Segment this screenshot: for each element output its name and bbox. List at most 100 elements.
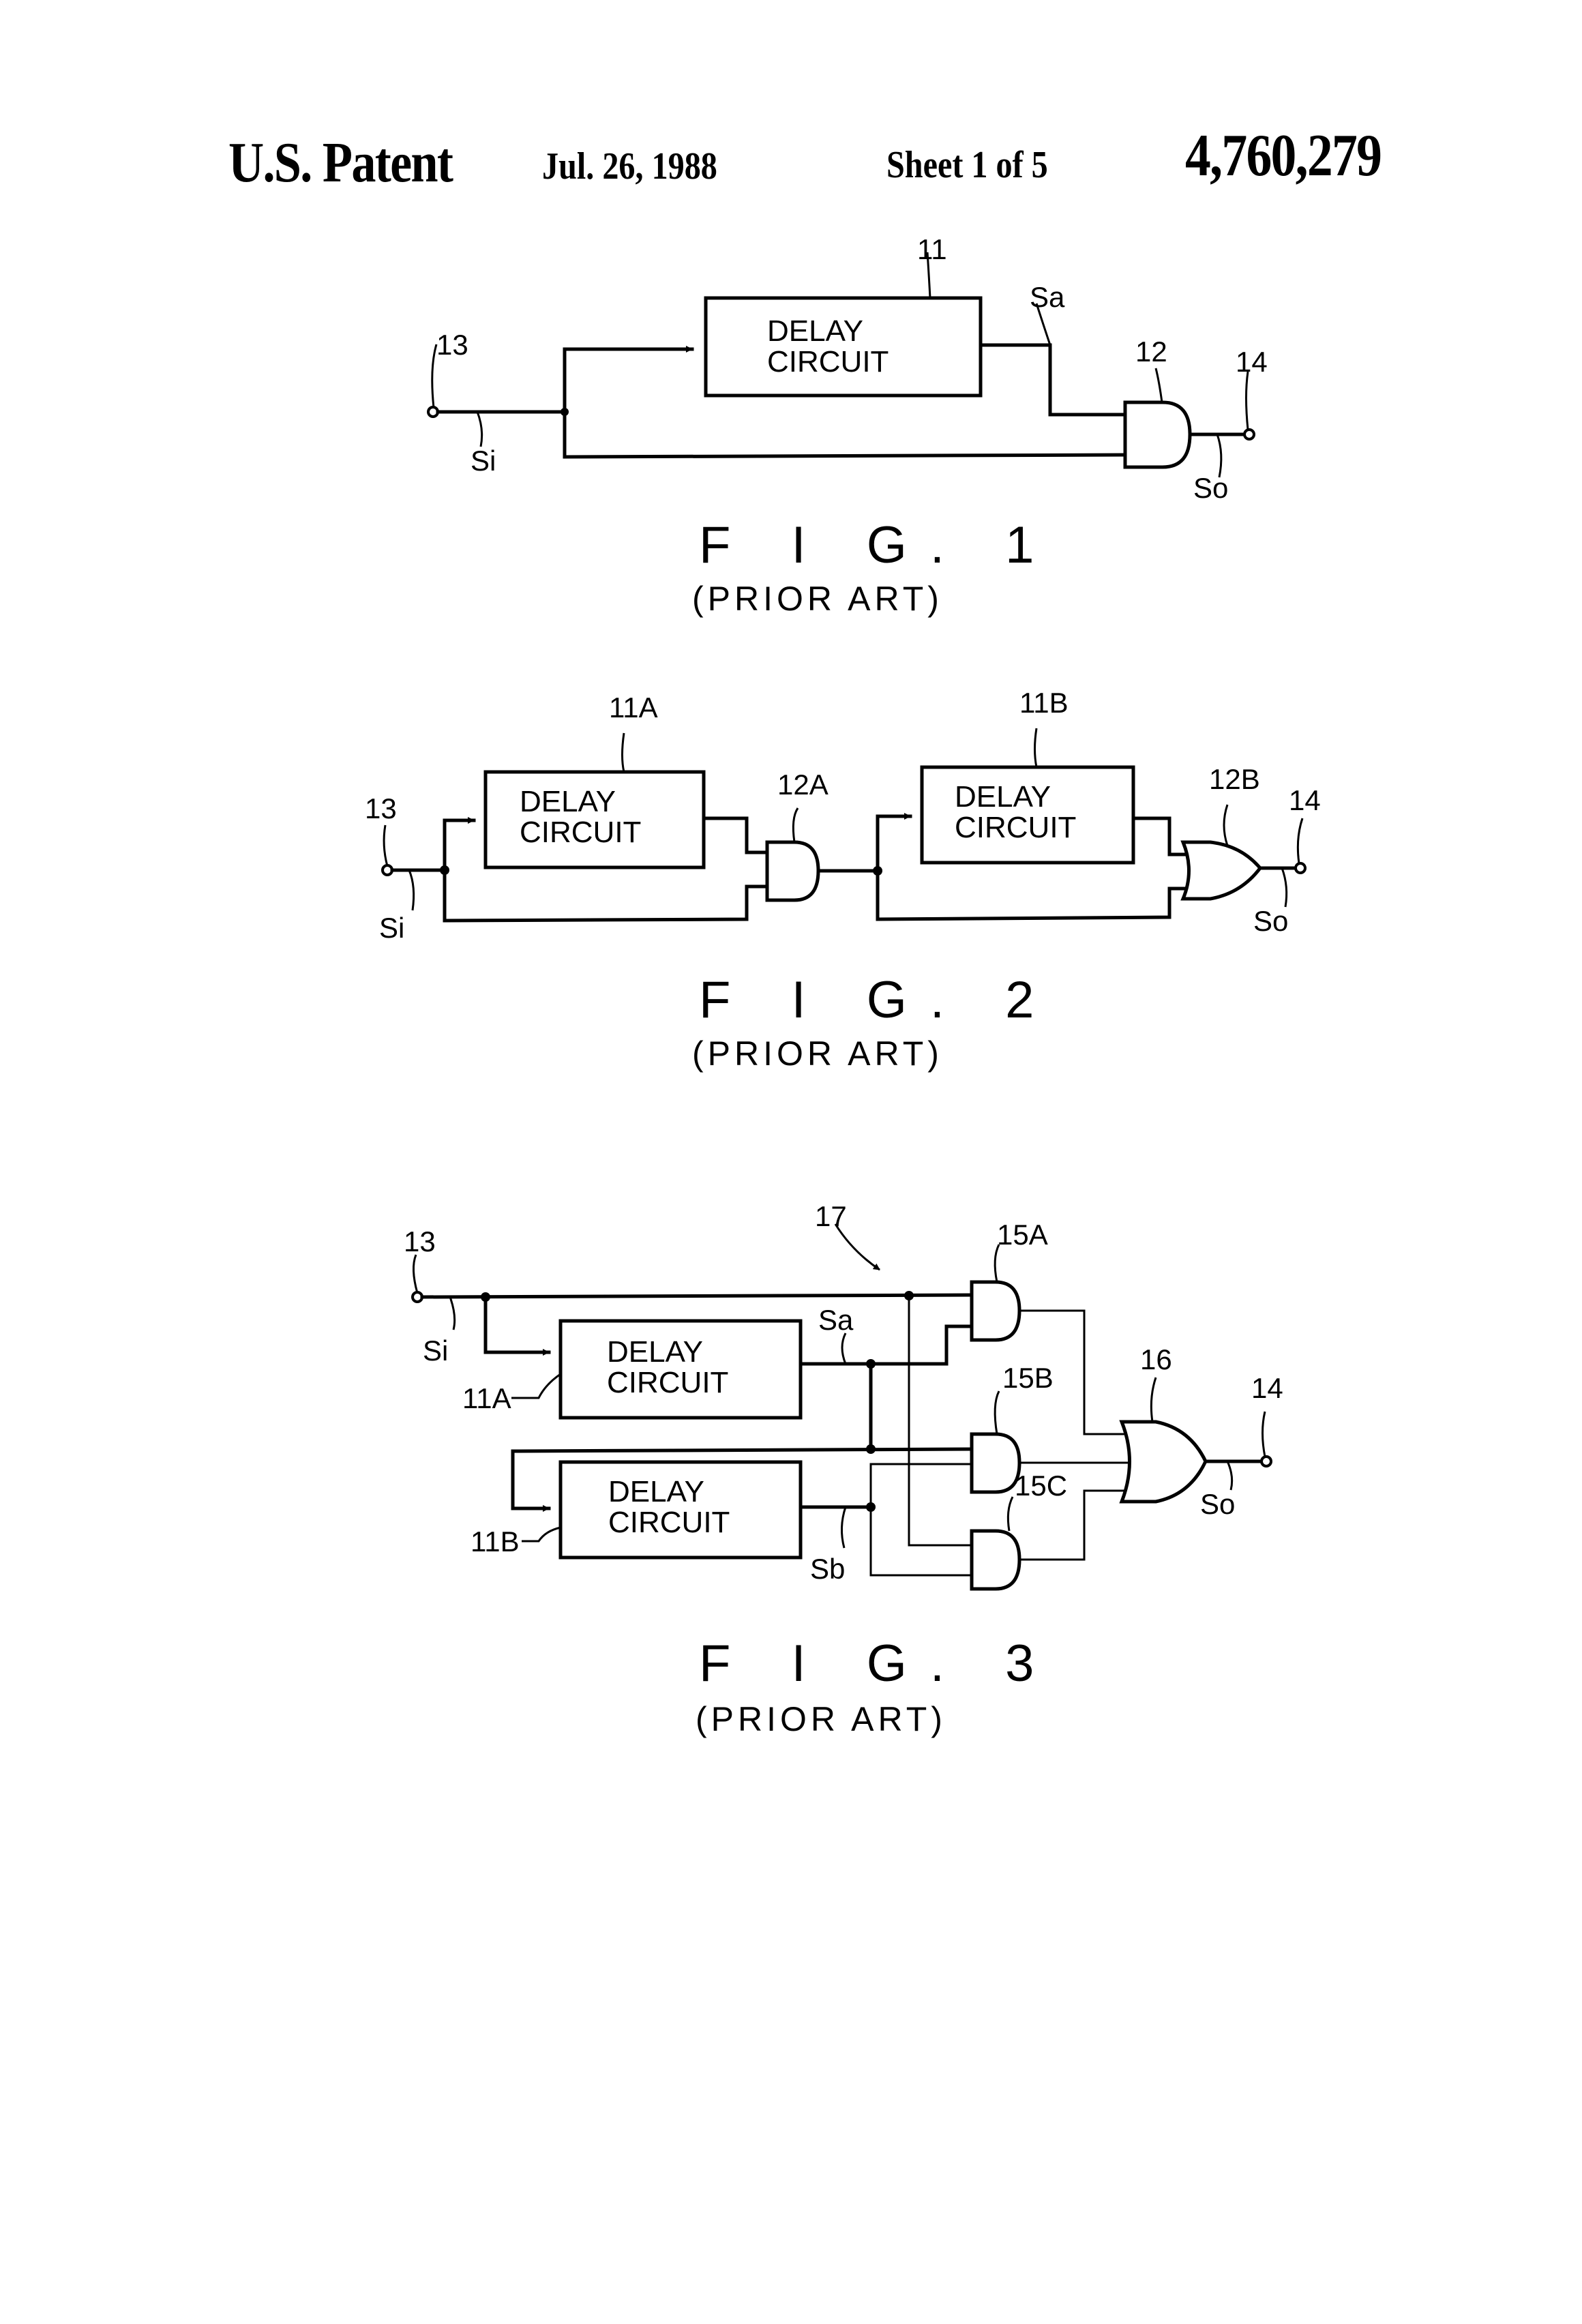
leader-so (1216, 434, 1223, 478)
and-gate-12a (765, 840, 820, 902)
ref-14: 14 (1236, 346, 1268, 378)
leader-so (1226, 1461, 1234, 1491)
patent-title: U.S. Patent (228, 131, 453, 194)
wire-15a-out (1019, 1309, 1129, 1435)
ref-14: 14 (1289, 784, 1321, 816)
leader-14 (1296, 818, 1304, 864)
output-terminal-14 (1294, 862, 1307, 874)
figure-1: DELAY CIRCUIT 11 Sa 12 14 So 13 Si F I G… (427, 233, 1268, 618)
box-text-circuit: CIRCUIT (767, 345, 889, 378)
ref-12: 12 (1135, 336, 1167, 368)
leader-11a (621, 732, 625, 773)
leader-15a (994, 1244, 1000, 1283)
wire-sb-to-15b (869, 1463, 972, 1507)
box-text-circuit: CIRCUIT (607, 1366, 728, 1399)
leader-si (408, 869, 415, 911)
or-gate-12b (1180, 840, 1263, 901)
figure-caption: (PRIOR ART) (692, 1034, 943, 1073)
and-gate-12 (1123, 400, 1192, 469)
box-text-delay: DELAY (955, 780, 1051, 814)
sig-sa: Sa (1030, 281, 1065, 313)
wire-to-delay-a (483, 1295, 551, 1356)
delay-circuit-11a (483, 770, 706, 869)
bypass-wire-b (876, 869, 1192, 921)
box-text-delay: DELAY (607, 1335, 703, 1369)
delay-circuit-11b (920, 765, 1135, 865)
leader-sa (1035, 303, 1051, 346)
ref-11: 11 (917, 233, 947, 265)
sig-so: So (1200, 1488, 1235, 1520)
figure-2: DELAY CIRCUIT DELAY CIRCUIT 11A 11B 12A … (365, 687, 1321, 1073)
output-terminal-14 (1260, 1455, 1272, 1468)
box-text-delay: DELAY (767, 314, 863, 348)
ref-11b: 11B (1019, 687, 1069, 719)
ref-17: 17 (815, 1200, 847, 1232)
output-terminal-14 (1243, 428, 1255, 441)
wire-sb-to-15c (869, 1507, 972, 1577)
sig-sb: Sb (810, 1553, 845, 1585)
wire-si-to-15c (908, 1296, 972, 1547)
leader-13 (383, 824, 389, 867)
and-gate-15b (970, 1432, 1021, 1494)
figure-label: F I G. 3 (699, 1635, 1057, 1693)
patent-number: 4,760,279 (1185, 123, 1382, 189)
leader-11a (511, 1373, 561, 1399)
leader-so (1281, 867, 1288, 908)
sig-so: So (1253, 905, 1288, 937)
delay-circuit-11a (558, 1319, 803, 1420)
ref-11a: 11A (462, 1382, 511, 1414)
ref-13: 13 (436, 329, 468, 361)
leader-11 (926, 252, 931, 299)
sig-so: So (1193, 472, 1228, 504)
figure-label: F I G. 1 (699, 516, 1057, 574)
box-text-circuit: CIRCUIT (955, 811, 1076, 844)
leader-sa (841, 1332, 847, 1365)
sig-sa: Sa (818, 1304, 854, 1336)
leader-11b (1034, 728, 1038, 768)
ref-15b: 15B (1002, 1362, 1054, 1394)
leader-13 (431, 344, 438, 408)
figure-caption: (PRIOR ART) (696, 1700, 946, 1738)
wire-delay-b-out (1131, 816, 1192, 856)
leader-16 (1150, 1377, 1157, 1422)
ref-15c: 15C (1015, 1470, 1067, 1502)
wire-sa (979, 343, 1127, 417)
input-bus (420, 1293, 974, 1299)
leader-13 (413, 1254, 419, 1294)
leader-15b (994, 1390, 1000, 1435)
box-text-delay: DELAY (520, 785, 616, 818)
figure-3: DELAY CIRCUIT DELAY CIRCUIT (404, 1200, 1283, 1738)
wire-delay-a-out (702, 816, 769, 854)
sig-si: Si (379, 912, 404, 944)
ref-15a: 15A (997, 1219, 1048, 1251)
figure-label: F I G. 2 (699, 971, 1057, 1029)
ref-13: 13 (404, 1225, 436, 1257)
leader-14 (1245, 371, 1249, 430)
box-text-circuit: CIRCUIT (520, 816, 641, 849)
patent-date: Jul. 26, 1988 (542, 145, 717, 188)
leader-14 (1262, 1411, 1266, 1457)
sig-si: Si (423, 1335, 448, 1367)
sig-si: Si (471, 445, 496, 477)
box-text-delay: DELAY (608, 1475, 704, 1508)
ref-11a: 11A (609, 691, 658, 724)
leader-15c (1006, 1496, 1014, 1532)
box-text-circuit: CIRCUIT (608, 1506, 730, 1539)
figure-caption: (PRIOR ART) (692, 580, 943, 618)
sheet-number: Sheet 1 of 5 (886, 144, 1048, 186)
leader-si (449, 1296, 456, 1330)
bypass-wire (563, 410, 1127, 459)
wire-to-delay (563, 346, 694, 414)
leader-12 (1154, 368, 1163, 403)
ref-11b: 11B (471, 1525, 520, 1558)
or-gate-16 (1119, 1420, 1208, 1504)
leader-17-arrow (834, 1223, 880, 1271)
ref-13: 13 (365, 792, 397, 824)
leader-12a (792, 807, 799, 843)
bypass-wire-a (443, 868, 769, 923)
wire-to-delay-a (443, 817, 476, 872)
ref-16: 16 (1140, 1343, 1172, 1375)
ref-12b: 12B (1209, 763, 1260, 795)
leader-si (476, 411, 483, 447)
